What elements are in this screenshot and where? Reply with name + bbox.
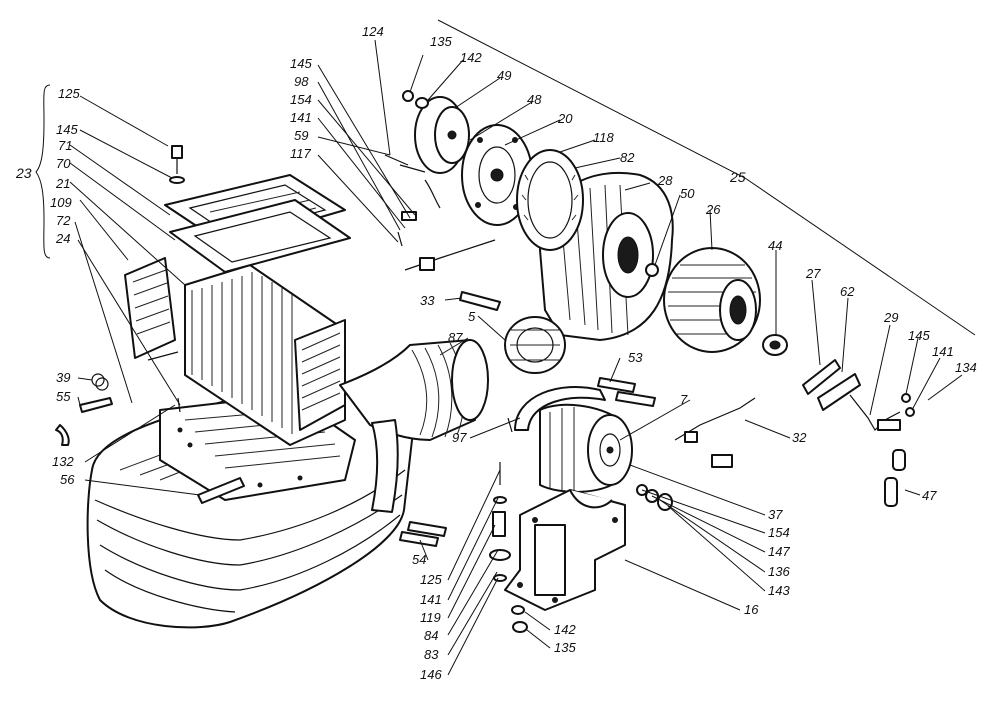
electric-motor bbox=[539, 403, 633, 494]
label-136: 136 bbox=[768, 564, 790, 579]
label-87: 87 bbox=[448, 330, 463, 345]
label-55: 55 bbox=[56, 389, 71, 404]
part-labels: 125 145 71 70 23 21 109 72 24 124 135 14… bbox=[15, 24, 977, 682]
impeller bbox=[663, 247, 761, 353]
label-71: 71 bbox=[58, 138, 72, 153]
label-49: 49 bbox=[497, 68, 511, 83]
hoses bbox=[55, 377, 906, 547]
label-53: 53 bbox=[628, 350, 643, 365]
label-72: 72 bbox=[56, 213, 71, 228]
label-47: 47 bbox=[922, 488, 937, 503]
label-142-lower: 142 bbox=[554, 622, 576, 637]
label-124: 124 bbox=[362, 24, 384, 39]
label-125: 125 bbox=[58, 86, 80, 101]
label-59: 59 bbox=[294, 128, 308, 143]
label-147: 147 bbox=[768, 544, 790, 559]
label-141-lower: 141 bbox=[420, 592, 442, 607]
blower-outlet bbox=[504, 316, 566, 374]
label-84: 84 bbox=[424, 628, 438, 643]
flexible-duct bbox=[339, 339, 489, 513]
label-39: 39 bbox=[56, 370, 70, 385]
label-145-mid: 145 bbox=[290, 56, 312, 71]
label-83: 83 bbox=[424, 647, 439, 662]
bracket-29 bbox=[849, 393, 915, 431]
label-44: 44 bbox=[768, 238, 782, 253]
label-82: 82 bbox=[620, 150, 635, 165]
heat-exchanger-core bbox=[184, 264, 346, 446]
leader-lines bbox=[35, 19, 976, 676]
label-141-mid: 141 bbox=[290, 110, 312, 125]
label-20: 20 bbox=[557, 111, 573, 126]
label-145-right: 145 bbox=[908, 328, 930, 343]
bolt-top bbox=[169, 145, 185, 184]
label-98: 98 bbox=[294, 74, 309, 89]
label-135-lower: 135 bbox=[554, 640, 576, 655]
side-cover bbox=[124, 257, 176, 359]
flange-gasket bbox=[516, 149, 584, 251]
label-145: 145 bbox=[56, 122, 78, 137]
top-nut-washer bbox=[402, 90, 429, 109]
label-54: 54 bbox=[412, 552, 426, 567]
label-132: 132 bbox=[52, 454, 74, 469]
label-33: 33 bbox=[420, 293, 435, 308]
label-16: 16 bbox=[744, 602, 759, 617]
label-23: 23 bbox=[15, 165, 32, 181]
label-50: 50 bbox=[680, 186, 695, 201]
label-70: 70 bbox=[56, 156, 71, 171]
label-135: 135 bbox=[430, 34, 452, 49]
label-25: 25 bbox=[729, 169, 746, 185]
terminal-block bbox=[802, 359, 861, 411]
label-7: 7 bbox=[680, 392, 688, 407]
motor-cover bbox=[414, 96, 470, 174]
label-26: 26 bbox=[705, 202, 721, 217]
label-134: 134 bbox=[955, 360, 977, 375]
lower-nut-washer bbox=[511, 605, 528, 633]
label-62: 62 bbox=[840, 284, 855, 299]
motor-bracket bbox=[504, 489, 626, 611]
label-154-lower: 154 bbox=[768, 525, 790, 540]
label-125-lower: 125 bbox=[420, 572, 442, 587]
label-117: 117 bbox=[290, 146, 311, 161]
label-32: 32 bbox=[792, 430, 807, 445]
label-28: 28 bbox=[657, 173, 673, 188]
label-56: 56 bbox=[60, 472, 75, 487]
label-141-right: 141 bbox=[932, 344, 954, 359]
label-97: 97 bbox=[452, 430, 467, 445]
pipe-32 bbox=[674, 397, 756, 468]
label-21: 21 bbox=[55, 176, 70, 191]
label-143: 143 bbox=[768, 583, 790, 598]
label-146: 146 bbox=[420, 667, 442, 682]
label-5: 5 bbox=[468, 309, 476, 324]
motor-clamp bbox=[514, 386, 606, 431]
label-154-mid: 154 bbox=[290, 92, 312, 107]
label-118: 118 bbox=[593, 130, 614, 145]
fuel-pipe bbox=[404, 239, 501, 311]
label-142: 142 bbox=[460, 50, 482, 65]
label-119: 119 bbox=[420, 610, 441, 625]
label-27: 27 bbox=[805, 266, 821, 281]
bolt-stack bbox=[489, 462, 511, 582]
spring-clip bbox=[91, 373, 109, 391]
label-109: 109 bbox=[50, 195, 72, 210]
label-24: 24 bbox=[55, 231, 70, 246]
misc-screws bbox=[147, 351, 513, 433]
label-29: 29 bbox=[883, 310, 898, 325]
label-37: 37 bbox=[768, 507, 783, 522]
label-48: 48 bbox=[527, 92, 542, 107]
gasket bbox=[169, 199, 351, 273]
cap-nut bbox=[762, 334, 788, 356]
blower-flange bbox=[461, 124, 533, 226]
